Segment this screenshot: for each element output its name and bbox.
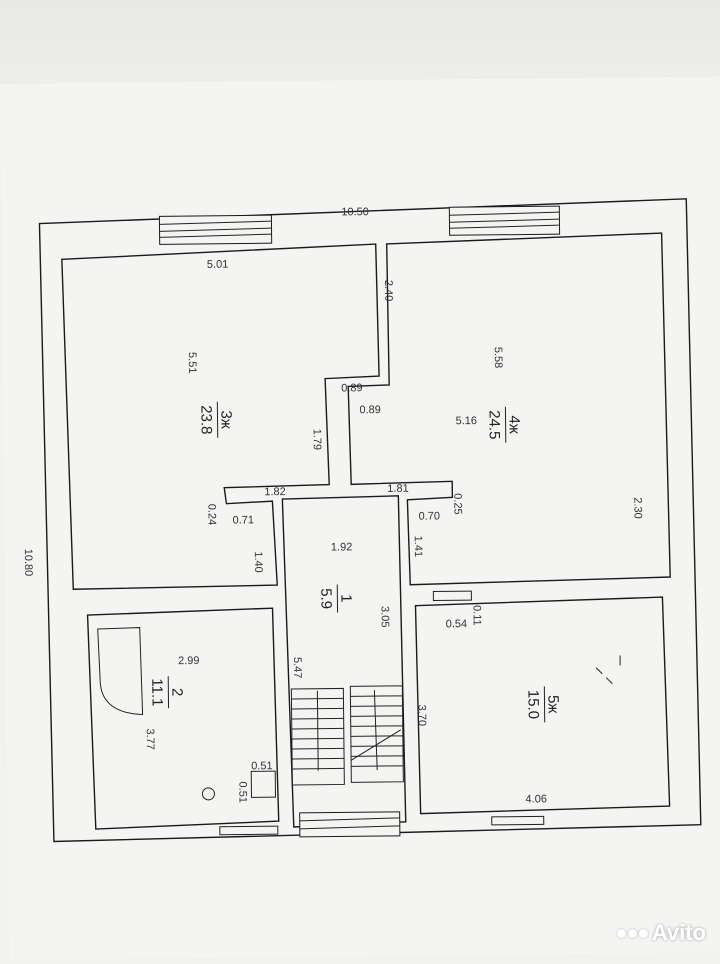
outer-wall-outline [39, 199, 701, 842]
dim-bath-width: 2.99 [178, 655, 200, 667]
room-5-area: 15.0 [524, 690, 541, 719]
room-3-number: 3ж [217, 410, 234, 429]
window-bottom-right [492, 816, 544, 825]
dim-wc-h: 0.51 [236, 781, 248, 803]
dim-wc-w: 0.51 [251, 760, 273, 772]
dim-h140: 1.40 [252, 551, 264, 573]
room-4-area: 24.5 [485, 410, 502, 439]
dim-room4-right: 2.30 [631, 497, 643, 519]
dim-corr-width: 1.92 [331, 541, 353, 553]
dim-corr-left: 1.82 [264, 486, 286, 498]
window-top-left [159, 215, 271, 244]
window-top-right [449, 206, 559, 235]
dim-room4-inner: 5.16 [455, 415, 477, 427]
dim-room3-height: 5.51 [186, 352, 198, 374]
window-bottom-center [300, 812, 400, 837]
room-2-label: 2 11.1 [148, 676, 185, 708]
dim-stair-len: 5.47 [291, 657, 303, 679]
dim-room4-height: 5.58 [492, 347, 504, 369]
vent-symbol [596, 656, 620, 684]
wc-box [251, 771, 275, 797]
room-5-number: 5ж [544, 695, 561, 714]
room-3-label: 3ж 23.8 [197, 402, 234, 438]
dim-room3-top: 5.01 [207, 259, 229, 271]
room-5-label: 5ж 15.0 [524, 686, 561, 722]
room-4-number: 4ж [505, 415, 522, 434]
dim-room5-height: 3.70 [416, 705, 428, 727]
dim-bath-height: 3.77 [144, 728, 156, 750]
floor-plan-sheet: 10.50 10.80 5.01 5.51 2.40 5.58 5.16 2.3… [0, 76, 720, 959]
dim-notch-a: 0.89 [341, 382, 363, 394]
watermark-text: Avito [652, 920, 706, 946]
room-4-label: 4ж 24.5 [485, 407, 522, 443]
dim-room4-diag: 2.40 [382, 280, 394, 302]
dim-notch-b: 0.89 [359, 404, 381, 416]
dim-h141: 1.41 [412, 536, 424, 558]
dim-w070: 0.70 [418, 510, 440, 522]
dim-corr-small: 3.05 [378, 606, 390, 628]
room-2-number: 2 [168, 688, 185, 697]
dim-notch-left: 1.79 [311, 429, 323, 451]
room-1-number: 1 [337, 594, 354, 603]
dim-w011: 0.11 [470, 605, 482, 626]
bathtub [98, 628, 143, 715]
window-bottom-left [220, 826, 278, 835]
vent-box [433, 591, 471, 600]
dim-w071: 0.71 [233, 514, 255, 526]
dim-w054: 0.54 [446, 618, 468, 630]
room-4-walls [347, 233, 671, 585]
staircase [291, 686, 403, 785]
dim-overall-height: 10.80 [22, 549, 34, 577]
room-1-area: 5.9 [317, 588, 334, 609]
dim-overall-width: 10.50 [341, 206, 369, 218]
room-2-walls [88, 608, 279, 829]
avito-logo-icon [617, 929, 648, 938]
dim-corr-right: 1.81 [387, 483, 409, 495]
avito-watermark: Avito [617, 920, 706, 946]
room-3-area: 23.8 [197, 405, 214, 434]
dim-room5-width: 4.06 [525, 793, 547, 805]
room-1-label: 1 5.9 [317, 584, 354, 612]
floor-plan-drawing: 10.50 10.80 5.01 5.51 2.40 5.58 5.16 2.3… [0, 76, 720, 963]
dim-w024: 0.24 [205, 504, 217, 526]
room-2-area: 11.1 [148, 678, 165, 706]
dim-w025: 0.25 [451, 493, 463, 515]
toilet [202, 788, 214, 800]
